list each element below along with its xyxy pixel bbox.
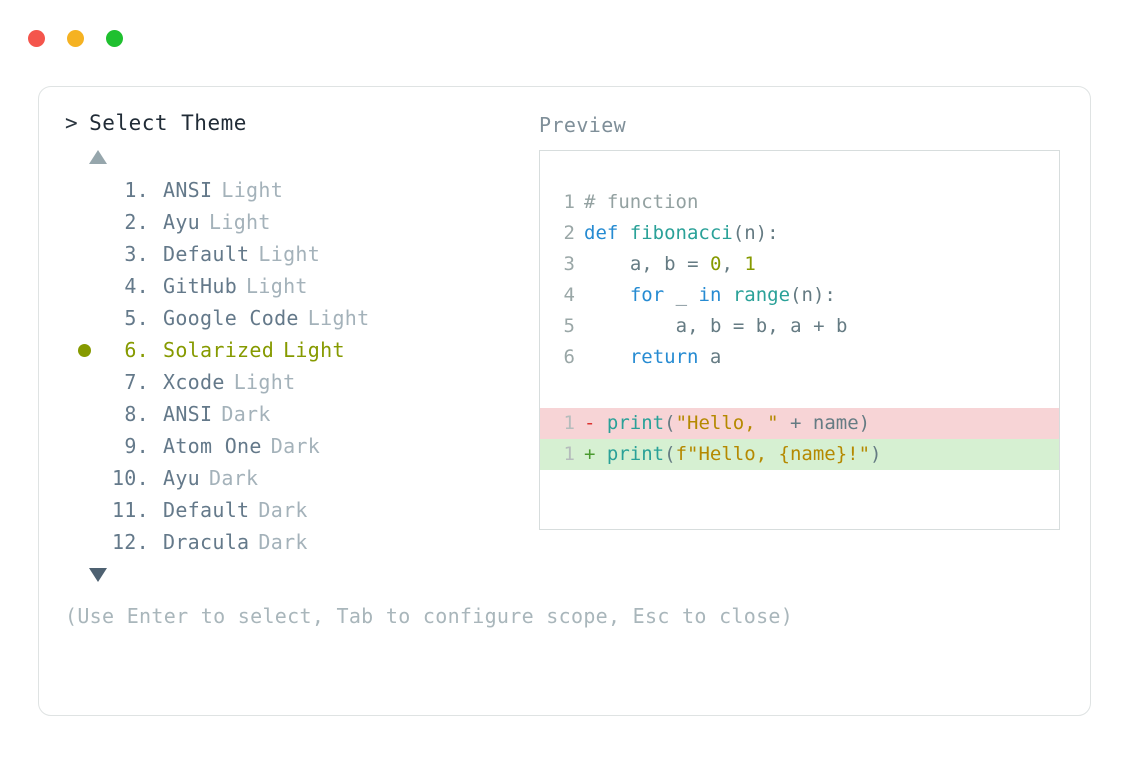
close-window-button[interactable] [28,30,45,47]
theme-item-number: 1. [124,178,149,202]
scroll-up-icon[interactable] [89,150,107,164]
theme-item-variant: Dark [209,466,259,490]
theme-item-number: 10. [111,466,149,490]
theme-item-number: 5. [124,306,149,330]
diff-line-content: - print("Hello, " + name) [584,412,871,434]
code-line: 5 a, b = b, a + b [540,311,1059,342]
window-traffic-lights [28,30,123,47]
code-line-number: 3 [563,253,575,275]
theme-item-number: 6. [124,338,149,362]
keyboard-hint: (Use Enter to select, Tab to configure s… [65,604,794,628]
theme-item-number: 12. [111,530,149,554]
code-line-number: 4 [563,284,575,306]
prompt-chevron-icon: > [65,111,79,135]
theme-item-number: 7. [124,370,149,394]
theme-item-variant: Light [233,370,296,394]
diff-line-content: + print(f"Hello, {name}!") [584,443,882,465]
code-line: 3 a, b = 0, 1 [540,249,1059,280]
maximize-window-button[interactable] [106,30,123,47]
selected-indicator-cell [65,343,103,357]
theme-item-number: 3. [124,242,149,266]
code-diff-sample: 1 - print("Hello, " + name) 1 + print(f"Hel… [540,408,1059,470]
code-line-number: 1 [563,191,575,213]
diff-line-number: 1 [563,443,575,465]
theme-item-variant: Dark [221,402,271,426]
code-line: 4 for _ in range(n): [540,280,1059,311]
theme-item-number: 9. [124,434,149,458]
theme-item-variant: Dark [258,498,308,522]
theme-item-variant: Light [209,210,271,234]
code-preview-panel: 1 # function 2 def fibonacci(n): 3 a, b = 0,… [539,150,1060,530]
theme-item-variant: Light [246,274,308,298]
code-line-content: for _ in range(n): [629,284,836,306]
code-line-content: # function [584,191,699,213]
code-line: 6 return a [540,342,1059,373]
theme-item-number: 11. [111,498,149,522]
code-sample: 1 # function 2 def fibonacci(n): 3 a, b = 0,… [540,187,1059,373]
theme-item-variant: Light [221,178,284,202]
diff-line-number: 1 [563,412,575,434]
diff-line-del: 1 - print("Hello, " + name) [540,408,1059,439]
code-line-number: 2 [563,222,575,244]
diff-sign-icon: - [584,412,596,434]
theme-item-variant: Dark [258,530,308,554]
code-line-content: return a [629,346,722,368]
code-line-content: a, b = b, a + b [675,315,848,337]
code-line-number: 5 [563,315,575,337]
code-line-content: def fibonacci(n): [584,222,779,244]
selected-bullet-icon [77,343,91,357]
preview-label: Preview [539,113,627,137]
code-line: 1 # function [540,187,1059,218]
diff-line-add: 1 + print(f"Hello, {name}!") [540,439,1059,470]
diff-sign-icon: + [584,443,596,465]
scroll-down-icon[interactable] [89,568,107,582]
theme-item-number: 4. [124,274,149,298]
code-line-content: a, b = 0, 1 [629,253,756,275]
theme-item-variant: Light [283,338,345,362]
page-title: Select Theme [89,111,247,135]
theme-item-variant: Dark [270,434,321,458]
code-line-number: 6 [563,346,575,368]
minimize-window-button[interactable] [67,30,84,47]
theme-item-variant: Light [307,306,370,330]
code-line: 2 def fibonacci(n): [540,218,1059,249]
theme-item-variant: Light [258,242,321,266]
theme-item-number: 8. [124,402,149,426]
preview-column: Preview 1 # function 2 def fibonacci(n): 3 a… [537,113,1064,530]
prompt-header: > Select Theme [65,113,537,134]
theme-item-number: 2. [124,210,149,234]
